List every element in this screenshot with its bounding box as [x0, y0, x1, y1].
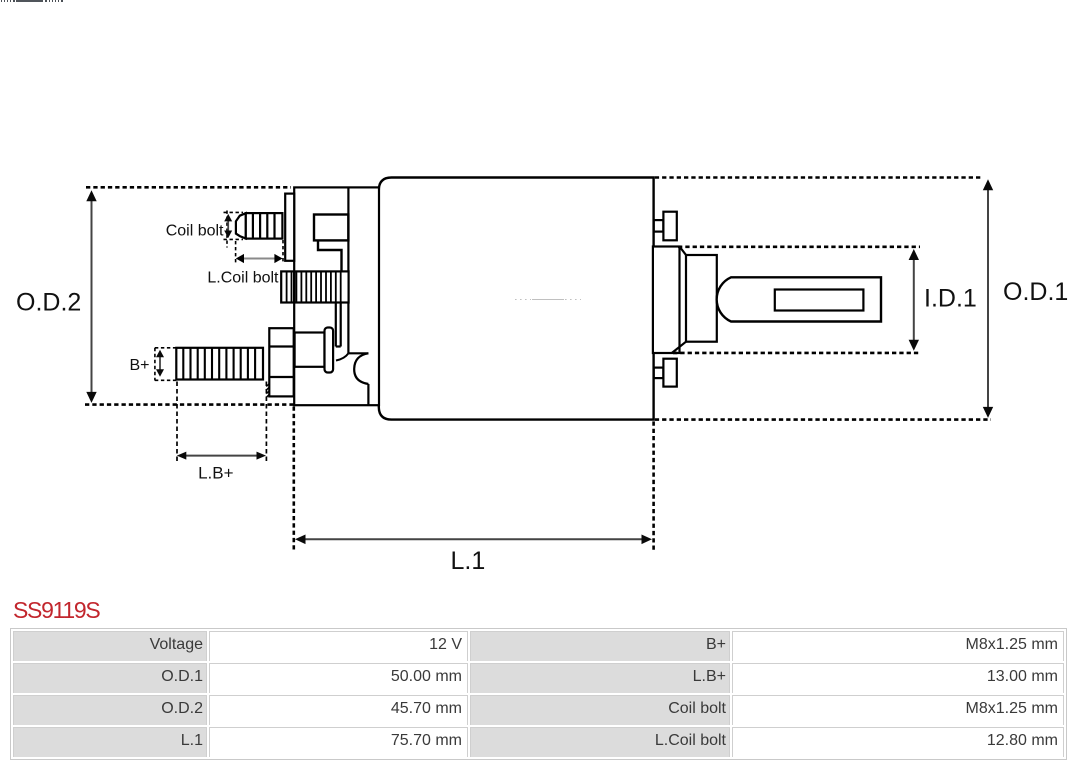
svg-text:I.D.1: I.D.1	[924, 285, 977, 313]
svg-text:B+: B+	[129, 357, 149, 374]
svg-text:O.D.1: O.D.1	[1003, 278, 1068, 306]
svg-text:L.B+: L.B+	[198, 463, 234, 482]
svg-text:O.D.2: O.D.2	[16, 288, 81, 316]
svg-text:L.Coil bolt: L.Coil bolt	[207, 270, 279, 287]
svg-text:L.1: L.1	[451, 547, 486, 575]
svg-text:Coil bolt: Coil bolt	[166, 222, 224, 239]
